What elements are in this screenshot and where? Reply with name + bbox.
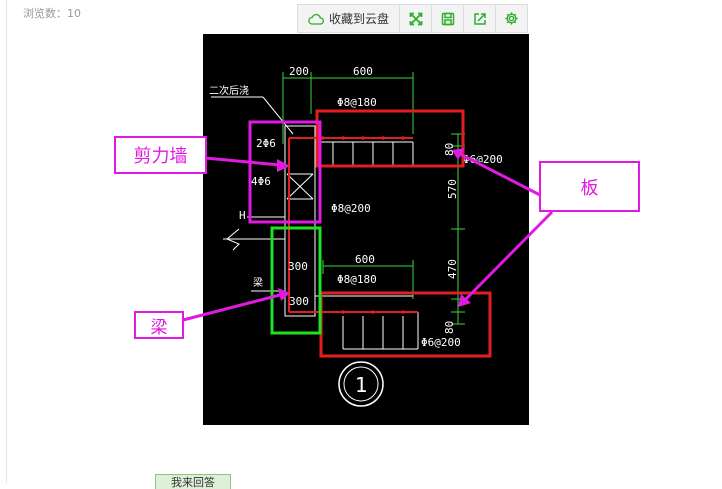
dim-80-bottom: 80 xyxy=(443,321,456,334)
note-beam: 梁 xyxy=(253,276,263,289)
settings-gear-icon xyxy=(505,12,518,25)
share-icon xyxy=(473,12,486,25)
share-button[interactable] xyxy=(464,5,497,32)
callout-shear-wall: 剪力墙 xyxy=(114,136,207,174)
dim-570: 570 xyxy=(446,179,459,199)
callout-beam-label: 梁 xyxy=(150,317,168,338)
save-to-cloud-button[interactable]: 收藏到云盘 xyxy=(298,5,401,32)
cad-drawing-image: 200 600 Φ8@180 二次后浇 2Φ6 4Φ6 Φ8@200 H 80 … xyxy=(203,34,529,425)
cloud-icon xyxy=(308,13,324,25)
rebar-phi6-200-bottom: Φ6@200 xyxy=(421,336,461,349)
save-to-cloud-label: 收藏到云盘 xyxy=(329,12,390,26)
viewer-toolbar: 收藏到云盘 xyxy=(297,4,528,33)
dim-600-top: 600 xyxy=(353,65,373,78)
dim-300-b: 300 xyxy=(289,295,309,308)
left-border xyxy=(6,0,7,483)
rebar-phi8-180-top: Φ8@180 xyxy=(337,96,377,109)
save-button[interactable] xyxy=(432,5,465,32)
settings-button[interactable] xyxy=(496,5,527,32)
label-h: H xyxy=(239,209,246,222)
answer-button[interactable]: 我来回答 xyxy=(155,474,231,489)
dim-470: 470 xyxy=(446,259,459,279)
callout-shear-wall-label: 剪力墙 xyxy=(133,146,188,167)
rebar-4phi6: 4Φ6 xyxy=(251,175,271,188)
fullscreen-icon xyxy=(409,12,422,25)
dim-200: 200 xyxy=(289,65,309,78)
callout-slab-label: 板 xyxy=(580,177,599,199)
save-disk-icon xyxy=(441,12,454,25)
dim-600-mid: 600 xyxy=(355,253,375,266)
rebar-phi8-180-mid: Φ8@180 xyxy=(337,273,377,286)
note-second-pour: 二次后浇 xyxy=(209,84,249,97)
rebar-phi8-200: Φ8@200 xyxy=(331,202,371,215)
fullscreen-button[interactable] xyxy=(400,5,433,32)
callout-beam: 梁 xyxy=(134,311,184,339)
section-number: 1 xyxy=(355,373,368,397)
view-count: 浏览数：10 xyxy=(23,7,81,20)
dim-300-a: 300 xyxy=(288,260,308,273)
callout-slab: 板 xyxy=(539,161,640,212)
rebar-phi6-200-right: Φ6@200 xyxy=(463,153,503,166)
dim-80-top: 80 xyxy=(443,143,456,156)
rebar-2phi6: 2Φ6 xyxy=(256,137,276,150)
